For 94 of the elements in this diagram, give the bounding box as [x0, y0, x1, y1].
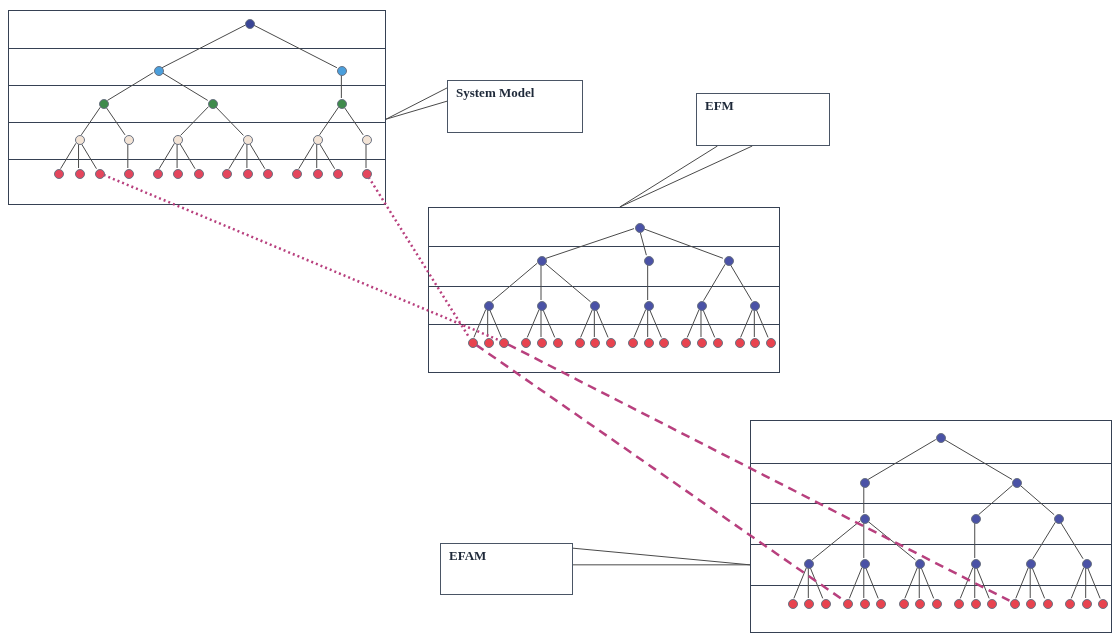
tree-branch-line [540, 309, 542, 338]
tree-branch-line [633, 309, 647, 338]
tree-branch-line [319, 106, 340, 136]
dotted-connector [103, 173, 500, 342]
callout-box [696, 93, 830, 146]
tree-panel [750, 420, 1112, 633]
tree-branch-line [246, 143, 248, 169]
tree-panel [428, 207, 780, 373]
tree-branch-line [127, 143, 129, 169]
tree-branch-line [158, 142, 175, 170]
tree-branch-line [848, 567, 863, 599]
tree-branch-line [918, 567, 920, 599]
tree-branch-line [1019, 484, 1055, 516]
dashed-connector [507, 343, 1010, 602]
tree-branch-line [491, 262, 538, 303]
tree-branch-line [580, 309, 593, 338]
tree-branch-line [161, 24, 246, 69]
tree-branch-line [865, 567, 879, 599]
tree-branch-line [1087, 567, 1101, 599]
callout-label: EFAM [449, 548, 488, 565]
tree-branch-line [753, 309, 755, 338]
tree-branch-line [793, 567, 807, 599]
tree-branch-line [179, 142, 196, 170]
callout-box [447, 80, 583, 133]
tree-branch-line [974, 522, 976, 559]
tree-branch-line [249, 142, 266, 170]
tree-branch-line [593, 309, 595, 338]
tree-branch-line [316, 143, 318, 169]
tree-branch-line [544, 262, 591, 303]
tree-branch-line [649, 309, 662, 338]
tree-branch-line [867, 439, 937, 480]
tree-branch-line [60, 142, 77, 170]
tree-branch-line [1060, 521, 1084, 560]
tree-branch-line [215, 106, 244, 136]
tree-panel [8, 10, 386, 205]
tree-branch-line [473, 309, 487, 338]
tree-branch-line [545, 228, 635, 259]
tree-branch-line [642, 228, 724, 259]
tree-branch-line [180, 106, 209, 136]
tree-branch-line [867, 520, 916, 561]
tree-branch-line [489, 309, 502, 338]
tree-branch-line [702, 309, 716, 338]
callout-tail [619, 145, 753, 208]
tree-branch-line [729, 263, 753, 302]
tree-branch-line [863, 486, 865, 514]
tree-branch-line [595, 309, 609, 338]
tree-branch-line [703, 263, 726, 302]
tree-branch-line [647, 309, 649, 338]
tree-branch-line [1015, 567, 1029, 599]
tree-branch-line [161, 72, 209, 101]
tree-branch-line [318, 142, 336, 170]
callout-tail [385, 87, 448, 120]
tree-branch-line [80, 142, 97, 170]
tree-branch-line [298, 142, 315, 170]
callout-tail [572, 547, 751, 566]
tree-branch-line [700, 309, 702, 338]
tree-branch-line [78, 143, 80, 169]
tree-branch-line [526, 309, 540, 338]
tree-branch-line [863, 567, 865, 599]
tree-branch-line [686, 309, 700, 338]
callout-box [440, 543, 573, 595]
tree-branch-line [176, 143, 178, 169]
tree-branch-line [1031, 567, 1046, 599]
tree-branch-line [755, 309, 769, 338]
tree-branch-line [105, 106, 126, 136]
tree-branch-line [959, 567, 974, 599]
tree-branch-line [943, 439, 1013, 480]
tree-branch-line [540, 264, 542, 301]
tree-branch-line [904, 567, 918, 599]
tree-branch-line [920, 567, 935, 599]
tree-branch-line [807, 567, 809, 599]
callout-label: EFM [705, 98, 735, 115]
callout-label: System Model [456, 85, 536, 102]
tree-branch-line [1085, 567, 1087, 599]
tree-branch-line [809, 567, 824, 599]
tree-branch-line [740, 309, 753, 338]
tree-branch-line [978, 484, 1014, 516]
tree-branch-line [340, 74, 342, 99]
tree-branch-line [365, 143, 367, 169]
tree-branch-line [647, 264, 649, 301]
tree-branch-line [976, 567, 990, 599]
tree-branch-line [639, 231, 647, 256]
tree-branch-line [863, 522, 865, 559]
tree-branch-line [343, 106, 364, 136]
tree-branch-line [228, 142, 245, 170]
tree-branch-line [1070, 567, 1085, 599]
tree-branch-line [253, 24, 338, 69]
tree-branch-line [106, 72, 154, 101]
tree-branch-line [80, 106, 101, 136]
tree-branch-line [1029, 567, 1031, 599]
tree-branch-line [974, 567, 976, 599]
tree-branch-line [811, 520, 861, 561]
tree-branch-line [1032, 521, 1056, 560]
tree-branch-line [542, 309, 556, 338]
